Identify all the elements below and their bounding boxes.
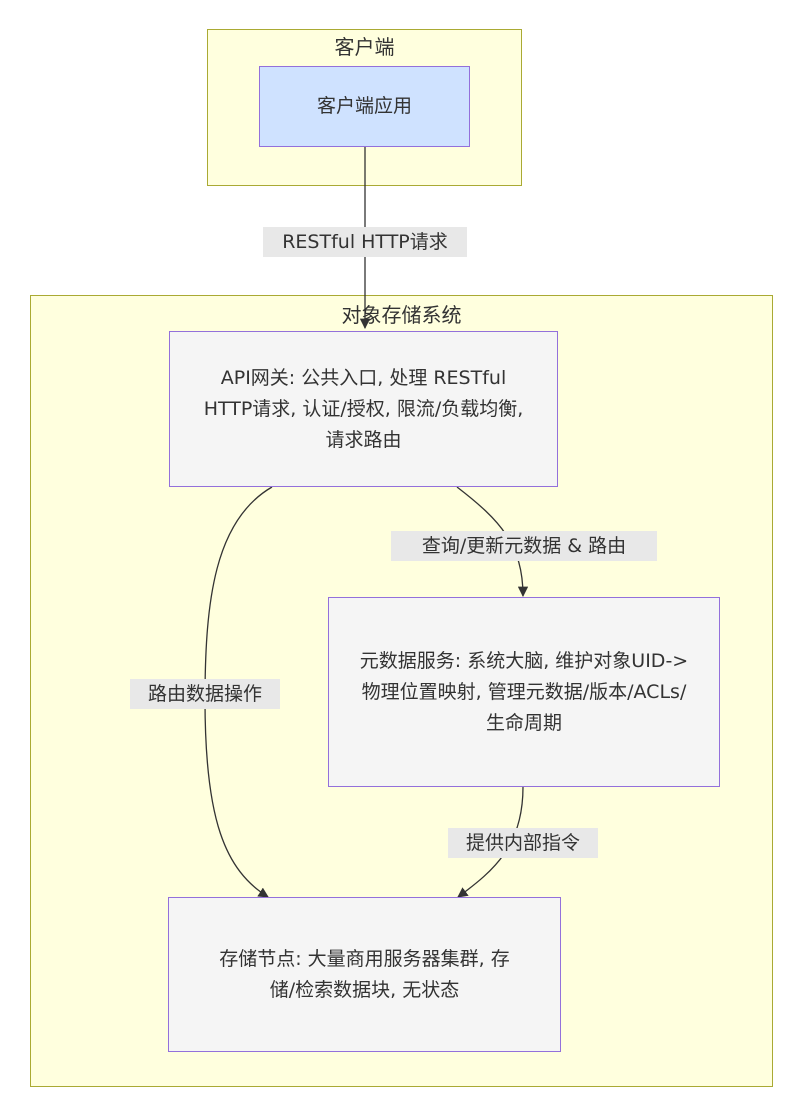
edge-label-client-to-gateway: RESTful HTTP请求 <box>263 227 467 257</box>
node-client-app-label: 客户端应用 <box>316 95 412 117</box>
client-cluster-title: 客户端 <box>334 35 395 59</box>
node-api-gateway-label: API网关: 公共入口, 处理 RESTful HTTP请求, 认证/授权, 限… <box>203 366 524 451</box>
node-client-app[interactable]: 客户端应用 <box>259 66 470 147</box>
edge-label-metadata-to-storage: 提供内部指令 <box>448 828 598 858</box>
edge-label-gateway-to-storage: 路由数据操作 <box>130 679 280 709</box>
node-storage-label: 存储节点: 大量商用服务器集群, 存储/检索数据块, 无状态 <box>219 947 510 1001</box>
node-metadata-service[interactable]: 元数据服务: 系统大脑, 维护对象UID->物理位置映射, 管理元数据/版本/A… <box>328 597 720 787</box>
node-metadata-service-label: 元数据服务: 系统大脑, 维护对象UID->物理位置映射, 管理元数据/版本/A… <box>359 649 689 734</box>
edge-label-gateway-to-metadata: 查询/更新元数据 & 路由 <box>391 531 657 561</box>
node-storage[interactable]: 存储节点: 大量商用服务器集群, 存储/检索数据块, 无状态 <box>168 897 561 1052</box>
node-api-gateway[interactable]: API网关: 公共入口, 处理 RESTful HTTP请求, 认证/授权, 限… <box>169 331 558 487</box>
